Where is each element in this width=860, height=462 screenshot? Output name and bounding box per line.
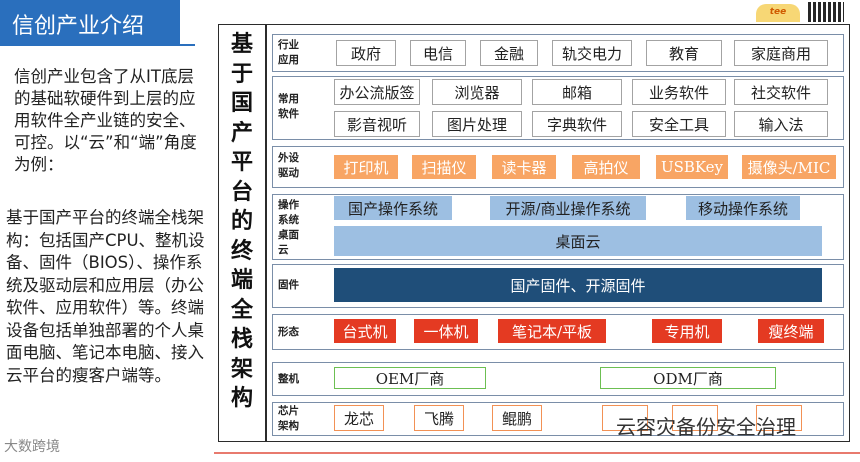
- vertical-title-text: 基于国产平台的终端全栈架构: [230, 31, 253, 411]
- brand-logo: tee: [756, 4, 800, 22]
- architecture-frame: [218, 24, 850, 442]
- row-label-form: 形态: [278, 326, 299, 338]
- sw-image: 图片处理: [432, 111, 522, 137]
- row-firmware: [272, 264, 844, 308]
- os-mobile: 移动操作系统: [686, 196, 800, 220]
- row-machine: [272, 362, 844, 396]
- app-telecom: 电信: [410, 40, 466, 66]
- sw-business: 业务软件: [632, 79, 726, 105]
- dev-printer: 打印机: [334, 155, 398, 179]
- chip-placeholder-3: [756, 405, 802, 431]
- form-desktop: 台式机: [334, 319, 396, 343]
- sw-office: 办公流版签: [334, 79, 420, 105]
- row-label-chip: 芯片架构: [278, 405, 299, 432]
- form-special: 专用机: [652, 319, 722, 343]
- row-peripherals: [272, 146, 844, 188]
- chip-placeholder-2: [672, 405, 718, 431]
- desktop-cloud-bar: 桌面云: [334, 226, 822, 256]
- watermark-right: 云容灾备份安全治理: [616, 415, 796, 439]
- dev-document-camera: 高拍仪: [572, 155, 640, 179]
- app-home-business: 家庭商用: [734, 40, 828, 66]
- frame-divider: [265, 24, 267, 442]
- machine-oem: OEM厂商: [334, 367, 486, 389]
- chip-loongson: 龙芯: [334, 405, 384, 431]
- os-domestic: 国产操作系统: [334, 196, 452, 220]
- sw-media: 影音视听: [334, 111, 420, 137]
- dev-camera-mic: 摄像头/MIC: [742, 155, 836, 179]
- app-government: 政府: [336, 40, 396, 66]
- row-chip: [272, 402, 844, 436]
- chip-kunpeng: 鲲鹏: [492, 405, 542, 431]
- description-paragraph: 基于国产平台的终端全栈架构：包括国产CPU、整机设备、固件（BIOS）、操作系统…: [6, 208, 205, 385]
- sw-social: 社交软件: [734, 79, 828, 105]
- sw-email: 邮箱: [532, 79, 622, 105]
- app-education: 教育: [646, 40, 722, 66]
- sw-browser: 浏览器: [432, 79, 522, 105]
- chip-phytium: 飞腾: [414, 405, 464, 431]
- row-form: [272, 314, 844, 350]
- firmware-bar: 国产固件、开源固件: [334, 268, 822, 302]
- title-underline: [0, 44, 195, 46]
- slide-title: 信创产业介绍: [0, 0, 180, 44]
- qr-code-icon: [808, 2, 844, 22]
- row-industry-apps: [272, 34, 844, 72]
- dev-card-reader: 读卡器: [492, 155, 556, 179]
- app-finance: 金融: [480, 40, 538, 66]
- form-thin-client: 瘦终端: [758, 319, 824, 343]
- row-os-cloud: [272, 194, 844, 260]
- row-label-industry-apps: 行业应用: [278, 39, 299, 66]
- watermark-left: 大数跨境: [4, 439, 60, 455]
- dev-scanner: 扫描仪: [412, 155, 476, 179]
- dev-usbkey: USBKey: [656, 155, 728, 179]
- row-label-peripherals: 外设驱动: [278, 152, 299, 179]
- architecture-vertical-title: 基于国产平台的终端全栈架构: [221, 30, 263, 414]
- machine-odm: ODM厂商: [600, 367, 776, 389]
- row-label-machine: 整机: [278, 373, 299, 385]
- intro-paragraph: 信创产业包含了从IT底层的基础软硬件到上层的应用软件全产业链的安全、可控。以“云…: [14, 67, 197, 174]
- row-label-common-software: 常用软件: [278, 93, 299, 120]
- app-rail-power: 轨交电力: [552, 40, 632, 66]
- form-all-in-one: 一体机: [414, 319, 478, 343]
- row-label-os-cloud: 操作系统桌面云: [278, 199, 299, 256]
- sw-security: 安全工具: [632, 111, 726, 137]
- sw-input: 输入法: [734, 111, 828, 137]
- os-open-commercial: 开源/商业操作系统: [490, 196, 646, 220]
- sw-dictionary: 字典软件: [532, 111, 622, 137]
- form-laptop-tablet: 笔记本/平板: [498, 319, 606, 343]
- row-label-firmware: 固件: [278, 279, 299, 291]
- bottom-accent-line: [214, 452, 860, 454]
- row-common-software: [272, 76, 844, 140]
- chip-placeholder-1: [602, 405, 648, 431]
